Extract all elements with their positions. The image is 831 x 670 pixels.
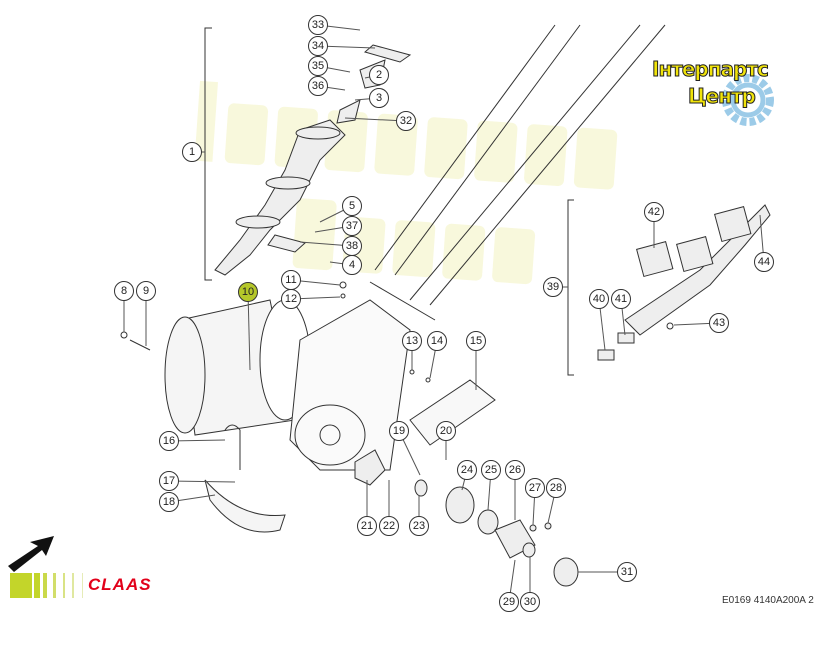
leader-line xyxy=(168,480,236,483)
callout-39[interactable]: 39 xyxy=(543,277,563,297)
callout-2[interactable]: 2 xyxy=(369,65,389,85)
direction-arrow-icon xyxy=(8,536,54,572)
callout-19[interactable]: 19 xyxy=(389,421,409,441)
chain-paddles xyxy=(214,44,412,276)
callout-18[interactable]: 18 xyxy=(159,492,179,512)
elevator-rails xyxy=(369,24,666,321)
callout-38[interactable]: 38 xyxy=(342,236,362,256)
callout-22[interactable]: 22 xyxy=(379,516,399,536)
callout-37[interactable]: 37 xyxy=(342,216,362,236)
callout-4[interactable]: 4 xyxy=(342,255,362,275)
callout-40[interactable]: 40 xyxy=(589,289,609,309)
shield-18 xyxy=(204,479,286,533)
callout-33[interactable]: 33 xyxy=(308,15,328,35)
claas-stripes xyxy=(10,573,83,598)
drawing-code: E0169 4140A200A 2 xyxy=(722,595,814,606)
callout-14[interactable]: 14 xyxy=(427,331,447,351)
callout-13[interactable]: 13 xyxy=(402,331,422,351)
callout-28[interactable]: 28 xyxy=(546,478,566,498)
group-bracket-39 xyxy=(567,199,574,376)
callout-44[interactable]: 44 xyxy=(754,252,774,272)
logo-line2: Центр xyxy=(688,84,757,108)
auger-housing xyxy=(289,299,411,471)
callout-21[interactable]: 21 xyxy=(357,516,377,536)
claas-logo: CLAAS xyxy=(88,575,152,594)
u-bolt-16 xyxy=(224,424,241,470)
callout-26[interactable]: 26 xyxy=(505,460,525,480)
callout-42[interactable]: 42 xyxy=(644,202,664,222)
callout-35[interactable]: 35 xyxy=(308,56,328,76)
callout-12[interactable]: 12 xyxy=(281,289,301,309)
callout-11[interactable]: 11 xyxy=(281,270,301,290)
callout-36[interactable]: 36 xyxy=(308,76,328,96)
callout-20[interactable]: 20 xyxy=(436,421,456,441)
chain-right xyxy=(597,204,771,361)
callout-31[interactable]: 31 xyxy=(617,562,637,582)
gear-icon xyxy=(722,74,774,126)
callout-8[interactable]: 8 xyxy=(114,281,134,301)
callout-24[interactable]: 24 xyxy=(457,460,477,480)
callout-27[interactable]: 27 xyxy=(525,478,545,498)
callout-9[interactable]: 9 xyxy=(136,281,156,301)
bearing-parts xyxy=(354,449,579,587)
callout-41[interactable]: 41 xyxy=(611,289,631,309)
leader-line xyxy=(344,117,407,122)
callout-32[interactable]: 32 xyxy=(396,111,416,131)
callout-16[interactable]: 16 xyxy=(159,431,179,451)
callout-25[interactable]: 25 xyxy=(481,460,501,480)
group-bracket-1 xyxy=(204,27,212,281)
logo-line1: Інтерпартс xyxy=(652,57,770,81)
callout-29[interactable]: 29 xyxy=(499,592,519,612)
drum-cylinder xyxy=(164,299,311,436)
callout-17[interactable]: 17 xyxy=(159,471,179,491)
leader-line xyxy=(247,291,251,371)
callout-34[interactable]: 34 xyxy=(308,36,328,56)
callout-23[interactable]: 23 xyxy=(409,516,429,536)
callout-1[interactable]: 1 xyxy=(182,142,202,162)
callout-43[interactable]: 43 xyxy=(709,313,729,333)
callout-5[interactable]: 5 xyxy=(342,196,362,216)
callout-30[interactable]: 30 xyxy=(520,592,540,612)
plate-15 xyxy=(409,379,496,446)
callout-10[interactable]: 10 xyxy=(238,282,258,302)
callout-3[interactable]: 3 xyxy=(369,88,389,108)
callout-15[interactable]: 15 xyxy=(466,331,486,351)
